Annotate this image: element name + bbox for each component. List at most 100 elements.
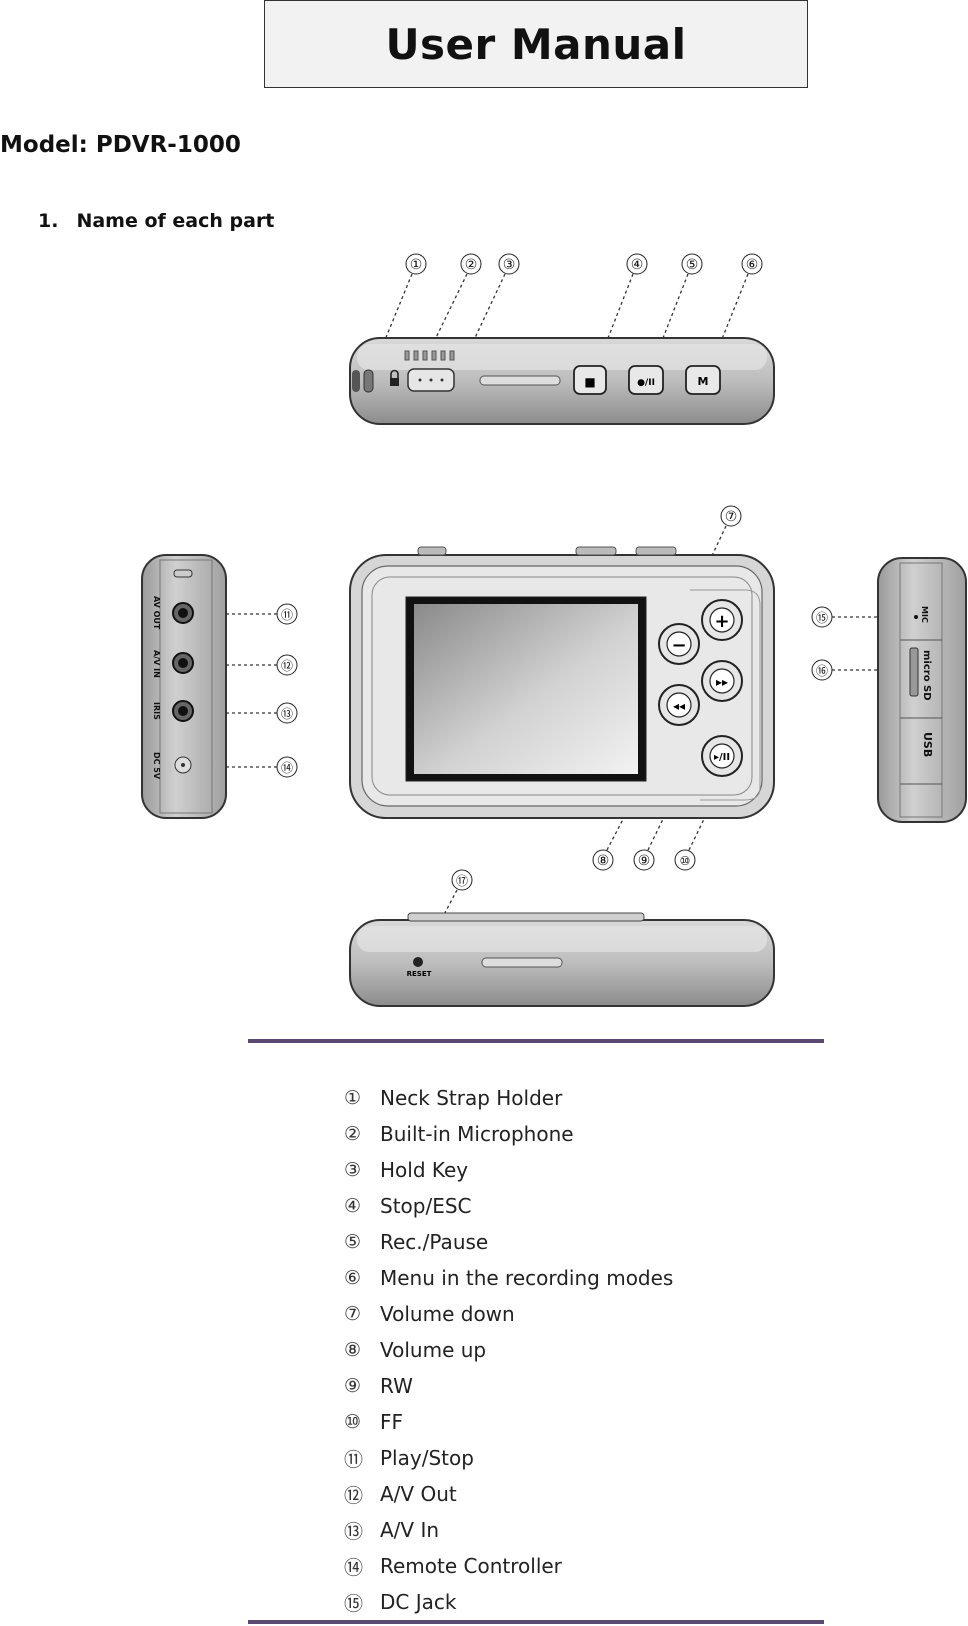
list-item: ⑨ RW (344, 1368, 673, 1404)
lcd-screen (414, 604, 638, 774)
callout-17 (451, 869, 473, 891)
item-number: ① (344, 1087, 362, 1109)
stop-button (573, 365, 607, 395)
item-number: ⑫ (344, 1484, 364, 1507)
item-number: ② (344, 1123, 362, 1145)
right-label-mic: MIC (920, 606, 929, 623)
item-label: DC Jack (380, 1590, 457, 1614)
list-item: ① Neck Strap Holder (344, 1080, 673, 1116)
left-label-av-in: A/V IN (152, 650, 161, 678)
list-item: ⑦ Volume down (344, 1296, 673, 1332)
item-number: ⑦ (344, 1303, 362, 1325)
item-label: Rec./Pause (380, 1230, 489, 1254)
callout-7-label: ⑦ (725, 509, 738, 525)
callout-9 (633, 849, 655, 871)
device-diagram: ① ② ③ ④ ⑤ ⑥ ⑦ ⑧ ⑨ ⑩ ⑪ ⑫ ⑬ ⑭ ⑮ ⑯ ⑰ (141, 253, 967, 1007)
item-number: ③ (344, 1159, 362, 1181)
callout-17-label: ⑰ (456, 874, 468, 888)
list-item: ⑫ A/V Out (344, 1476, 673, 1512)
rec-pause-button (628, 365, 664, 395)
item-label: A/V Out (380, 1482, 457, 1506)
device-front-view: − + ◂◂ ▸▸ ▸/II (349, 546, 775, 819)
callout-13-label: ⑬ (281, 707, 293, 721)
model-line: Model: PDVR-1000 (0, 132, 241, 158)
left-label-av-out: AV OUT (152, 596, 161, 630)
callout-4 (626, 253, 648, 275)
section-number: 1. (38, 210, 59, 232)
callout-3-label: ③ (503, 257, 516, 273)
callout-15-label: ⑮ (816, 611, 828, 625)
callout-9-label: ⑨ (638, 853, 651, 869)
callout-2-label: ② (465, 257, 478, 273)
item-number: ⑧ (344, 1339, 362, 1361)
section-title: Name of each part (76, 210, 275, 232)
right-label-micro-sd: micro SD (921, 650, 932, 701)
item-label: Volume up (380, 1338, 487, 1362)
callout-8-label: ⑧ (597, 853, 610, 869)
item-label: Play/Stop (380, 1446, 474, 1470)
callout-12-label: ⑫ (281, 659, 293, 673)
callout-3 (498, 253, 520, 275)
list-item: ④ Stop/ESC (344, 1188, 673, 1224)
divider-bottom (248, 1620, 824, 1624)
play-mark: ▸/II (714, 752, 730, 763)
callout-4-label: ④ (631, 257, 644, 273)
list-item: ③ Hold Key (344, 1152, 673, 1188)
list-item: ⑧ Volume up (344, 1332, 673, 1368)
device-bottom-view: RESET (349, 912, 775, 1007)
list-item: ⑪ Play/Stop (344, 1440, 673, 1476)
device-top-view: ■ ●/II M (349, 337, 775, 425)
item-label: Built-in Microphone (380, 1122, 574, 1146)
device-right-side-view: MIC micro SD USB (877, 557, 967, 823)
menu-button (685, 365, 721, 395)
item-number: ⑥ (344, 1267, 362, 1289)
callout-6 (741, 253, 763, 275)
divider-top (248, 1039, 824, 1043)
callout-1 (405, 253, 427, 275)
right-label-usb: USB (921, 732, 934, 757)
item-number: ④ (344, 1195, 362, 1217)
list-item: ⑥ Menu in the recording modes (344, 1260, 673, 1296)
list-item: ⑤ Rec./Pause (344, 1224, 673, 1260)
left-label-iris: IRIS (152, 702, 161, 720)
rec-pause-mark: ●/II (637, 378, 655, 388)
menu-button-mark: M (698, 375, 709, 388)
ff-mark: ▸▸ (716, 675, 728, 689)
callout-5 (681, 253, 703, 275)
callout-8 (592, 849, 614, 871)
callout-14-label: ⑭ (281, 761, 293, 775)
callout-6-label: ⑥ (746, 257, 759, 273)
item-number: ⑪ (344, 1448, 364, 1471)
callout-7 (720, 505, 742, 527)
item-label: RW (380, 1374, 413, 1398)
item-number: ⑬ (344, 1520, 364, 1543)
volume-down-mark: − (671, 635, 686, 656)
page-title: User Manual (385, 19, 687, 69)
stop-button-mark: ■ (584, 375, 595, 389)
volume-up-mark: + (714, 611, 729, 632)
callout-10 (674, 849, 696, 871)
item-label: Remote Controller (380, 1554, 562, 1578)
item-label: Volume down (380, 1302, 515, 1326)
item-label: Menu in the recording modes (380, 1266, 674, 1290)
callout-2 (460, 253, 482, 275)
callout-10-label: ⑩ (680, 854, 691, 868)
callout-5-label: ⑤ (686, 257, 699, 273)
section-heading: 1. Name of each part (38, 210, 274, 232)
callout-1-label: ① (410, 257, 423, 273)
item-number: ⑩ (344, 1411, 362, 1433)
list-item: ② Built-in Microphone (344, 1116, 673, 1152)
item-label: Neck Strap Holder (380, 1086, 563, 1110)
item-label: Stop/ESC (380, 1194, 472, 1218)
item-label: Hold Key (380, 1158, 469, 1182)
rw-mark: ◂◂ (673, 699, 685, 713)
left-label-dc: DC 5V (152, 752, 161, 780)
item-number: ⑨ (344, 1375, 362, 1397)
device-left-side-view: AV OUT A/V IN IRIS DC 5V (141, 554, 227, 819)
item-number: ⑤ (344, 1231, 362, 1253)
